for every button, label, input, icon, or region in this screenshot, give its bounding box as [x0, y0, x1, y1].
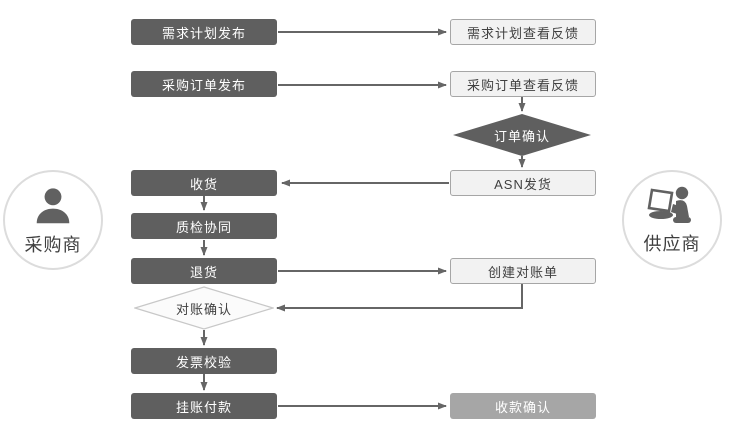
actor-supplier: 供应商 [622, 170, 722, 270]
node-label: 收款确认 [494, 399, 551, 415]
actor-buyer: 采购商 [3, 170, 103, 270]
arrow-statement-to-confirm [276, 284, 523, 312]
node-label: 收货 [189, 176, 218, 192]
decision-label: 对账确认 [175, 301, 232, 317]
node-asn-ship: ASN发货 [450, 170, 596, 196]
node-label: 发票校验 [175, 354, 232, 370]
node-label: 质检协同 [175, 219, 232, 235]
node-label: 需求计划查看反馈 [466, 25, 579, 41]
node-label: 采购订单查看反馈 [466, 77, 579, 93]
node-invoice-verify: 发票校验 [131, 348, 277, 374]
node-po-view-feedback: 采购订单查看反馈 [450, 71, 596, 97]
node-receive: 收货 [131, 170, 277, 196]
actor-supplier-label: 供应商 [643, 234, 701, 254]
node-demand-plan-publish: 需求计划发布 [131, 19, 277, 45]
decision-label: 订单确认 [493, 128, 550, 144]
node-label: 采购订单发布 [161, 77, 246, 93]
node-quality-collab: 质检协同 [131, 213, 277, 239]
node-label: 创建对账单 [487, 264, 558, 280]
node-label: 需求计划发布 [161, 25, 246, 41]
person-bust-icon [30, 183, 76, 229]
node-receipt-confirm: 收款确认 [450, 393, 596, 419]
node-label: ASN发货 [494, 176, 552, 192]
node-returns: 退货 [131, 258, 277, 284]
node-book-payment: 挂账付款 [131, 393, 277, 419]
node-po-publish: 采购订单发布 [131, 71, 277, 97]
decision-order-confirm: 订单确认 [452, 113, 592, 157]
decision-statement-confirm: 对账确认 [134, 286, 274, 330]
node-demand-plan-view-feedback: 需求计划查看反馈 [450, 19, 596, 45]
node-create-statement: 创建对账单 [450, 258, 596, 284]
node-label: 退货 [189, 264, 218, 280]
person-laptop-icon [646, 184, 698, 228]
actor-buyer-label: 采购商 [24, 235, 82, 255]
node-label: 挂账付款 [175, 399, 232, 415]
